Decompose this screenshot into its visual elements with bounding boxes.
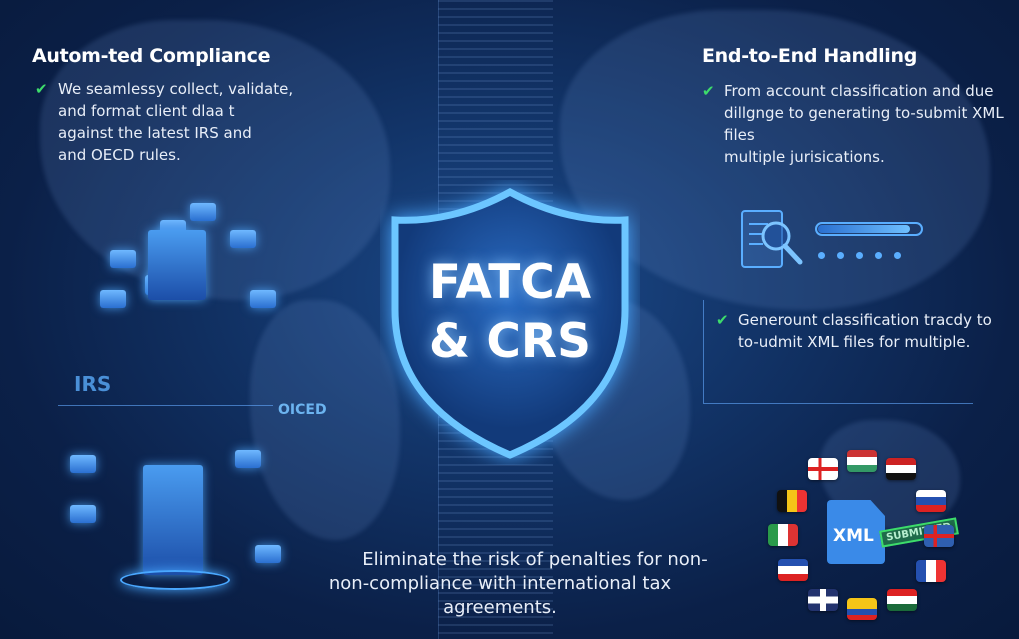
oecd-label: OICED [278,402,327,418]
bullet-line: Generount classification tracdy to [738,311,992,329]
check-icon: ✔ [702,82,715,100]
bullet-line: against the latest IRS and [58,124,252,142]
flag-paraguay [778,559,808,581]
bullet-line: From account classification and due [724,82,994,100]
world-map-americas [40,20,390,300]
server-cluster-top [90,195,290,325]
left-panel-title: Autom-ted Compliance [32,45,271,67]
world-map-south-america [250,300,400,540]
connector-line [703,403,973,404]
bullet-line: to-udmit XML files for multiple. [738,333,971,351]
bullet-line: and format client dlaa t [58,102,235,120]
footer-line: Eliminate the risk of penalties for non- [362,549,708,570]
irs-label: IRS [74,372,112,396]
bullet-line: and OECD rules. [58,146,181,164]
flag-russia [916,490,946,512]
bullet-line: multiple jurisications. [724,148,885,166]
world-map-eurasia [560,10,990,310]
flag-italy [768,524,798,546]
check-icon: ✔ [716,311,729,329]
right-panel-bullet: From account classification and due dill… [724,80,1019,168]
xml-label: XML [833,526,874,546]
progress-bar [815,222,923,236]
flag-iceland [808,458,838,480]
footer-line: non-compliance with international tax ag… [328,573,672,618]
loading-dots [818,252,901,259]
flag-france [916,560,946,582]
left-panel-bullet: We seamlessy collect, validate, and form… [58,78,293,166]
bullet-line: We seamlessy collect, validate, [58,80,294,98]
footer-tagline: Eliminate the risk of penalties for non-… [270,548,730,620]
connector-line [58,405,273,406]
check-icon: ✔ [35,80,48,98]
flag-colombia [847,598,877,620]
shield-title-line1: FATCA [428,255,592,310]
flag-uk [808,589,838,611]
connector-line [703,300,704,403]
xml-file-icon: XML [827,500,885,564]
flag-hungary [847,450,877,472]
shield-icon [391,188,629,459]
bullet-line: dillgnge to generating to-submit XML fil… [724,104,1004,144]
flag-egypt [886,458,916,480]
flag-paraguay-2 [887,589,917,611]
document-search-icon [741,210,803,268]
shield-title-line2: & CRS [429,314,591,369]
right-panel-bullet-2: Generount classification tracdy to to-ud… [738,309,992,353]
progress-fill [818,225,910,233]
flag-belgium [777,490,807,512]
flag-iceland-2 [924,525,954,547]
server-cluster-bottom [65,440,295,600]
right-panel-title: End-to-End Handling [702,45,918,67]
